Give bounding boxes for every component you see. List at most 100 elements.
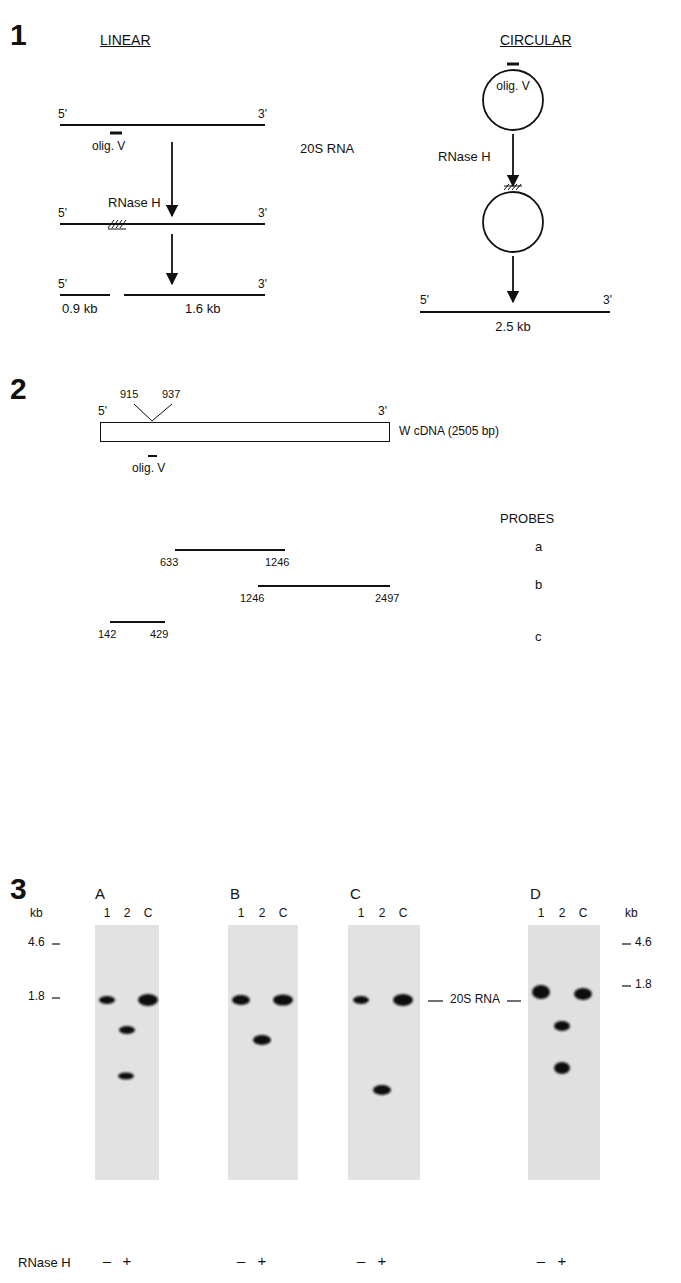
figure-label: 429 — [150, 628, 168, 641]
figure-label: 4.6 — [635, 936, 652, 950]
figure-label: LINEAR — [100, 32, 151, 48]
probe-line — [258, 585, 390, 587]
figure-label: 2 — [379, 907, 386, 921]
figure-label: olig. V — [92, 140, 125, 154]
figure-label: 2.5 kb — [495, 320, 530, 335]
figure-label: kb — [625, 907, 638, 921]
figure-label: 3' — [258, 278, 267, 292]
figure-label: + — [123, 1252, 132, 1269]
rna-line — [60, 223, 265, 225]
figure-label: 915 — [120, 388, 138, 401]
figure-label: 20S RNA — [450, 993, 500, 1007]
figure-label: 3' — [378, 405, 387, 419]
figure-label: b — [535, 578, 542, 593]
hybrid-hatch — [504, 184, 522, 190]
arrow — [512, 134, 514, 186]
figure-label: 5' — [58, 278, 67, 292]
figure-label: a — [535, 540, 542, 555]
figure-label: 5' — [58, 207, 67, 221]
circular-rna — [483, 192, 543, 252]
node-label: W cDNA (2505 bp) — [399, 425, 499, 439]
cdna-bar: W cDNA (2505 bp) — [100, 422, 390, 442]
panel-number: 3 — [10, 872, 27, 907]
figure-label: 20S RNA — [300, 142, 354, 157]
probe-line — [110, 621, 165, 623]
oligo-bar — [110, 132, 122, 135]
size-tick — [622, 985, 631, 986]
leader-line — [152, 404, 172, 421]
figure-label: 1 — [104, 907, 111, 921]
figure-label: A — [95, 885, 105, 902]
figure-label: olig. V — [132, 462, 165, 476]
figure-label: c — [535, 630, 542, 645]
figure-label: – — [357, 1252, 365, 1269]
figure-label: 1246 — [265, 556, 289, 569]
arrow — [171, 234, 173, 284]
figure-label: C — [399, 907, 408, 921]
size-tick — [428, 1000, 443, 1001]
figure-label: 1 — [238, 907, 245, 921]
figure-label: 633 — [160, 556, 178, 569]
figure-label: 2497 — [375, 592, 399, 605]
figure-label: + — [378, 1252, 387, 1269]
figure-label: CIRCULAR — [500, 32, 572, 48]
gel-blots — [95, 925, 600, 1180]
figure-label: 4.6 — [28, 936, 45, 950]
figure-label: C — [279, 907, 288, 921]
figure-label: – — [103, 1252, 111, 1269]
figure-label: – — [537, 1252, 545, 1269]
figure-label: 2 — [559, 907, 566, 921]
rna-fragment — [60, 294, 110, 296]
figure-label: 1.8 — [635, 978, 652, 992]
rna-line — [60, 124, 265, 126]
figure-label: 3' — [603, 294, 612, 308]
figure-label: 3' — [258, 108, 267, 122]
figure-label: C — [579, 907, 588, 921]
figure-label: kb — [30, 907, 43, 921]
arrow — [171, 142, 173, 216]
figure-label: RNase H — [108, 196, 161, 211]
circular-rna — [483, 70, 543, 130]
probe-line — [175, 549, 285, 551]
rna-fragment — [124, 294, 265, 296]
size-tick — [52, 943, 60, 944]
figure-label: RNase H — [438, 150, 491, 165]
size-tick — [52, 997, 60, 998]
figure-label: 2 — [259, 907, 266, 921]
figure-label: B — [230, 885, 240, 902]
figure-label: 2 — [124, 907, 131, 921]
figure-label: 5' — [98, 405, 107, 419]
arrow — [512, 256, 514, 302]
figure-label: 937 — [162, 388, 180, 401]
figure-label: 5' — [420, 294, 429, 308]
figure-label: 5' — [58, 108, 67, 122]
leader-line — [134, 404, 152, 421]
figure-label: 0.9 kb — [62, 302, 97, 317]
figure-label: D — [530, 885, 541, 902]
figure-label: 142 — [98, 628, 116, 641]
size-tick — [507, 1000, 521, 1001]
figure-label: 1.6 kb — [185, 302, 220, 317]
figure-label: 1.8 — [28, 990, 45, 1004]
oligo-bar — [507, 63, 519, 66]
figure-label: C — [144, 907, 153, 921]
figure-label: 3' — [258, 207, 267, 221]
panel-number: 1 — [10, 18, 27, 53]
hybrid-hatch — [108, 220, 126, 229]
figure-label: RNase H — [18, 1256, 71, 1271]
figure-label: + — [258, 1252, 267, 1269]
figure-label: 1246 — [240, 592, 264, 605]
figure-label: 1 — [358, 907, 365, 921]
oligo-bar — [148, 455, 157, 457]
figure-label: olig. V — [496, 80, 529, 94]
panel-number: 2 — [10, 372, 27, 407]
figure-label: – — [237, 1252, 245, 1269]
figure-label: + — [558, 1252, 567, 1269]
figure-label: PROBES — [500, 512, 554, 527]
size-tick — [622, 943, 631, 944]
rna-line — [420, 311, 610, 313]
figure-label: 1 — [538, 907, 545, 921]
figure-label: C — [350, 885, 361, 902]
